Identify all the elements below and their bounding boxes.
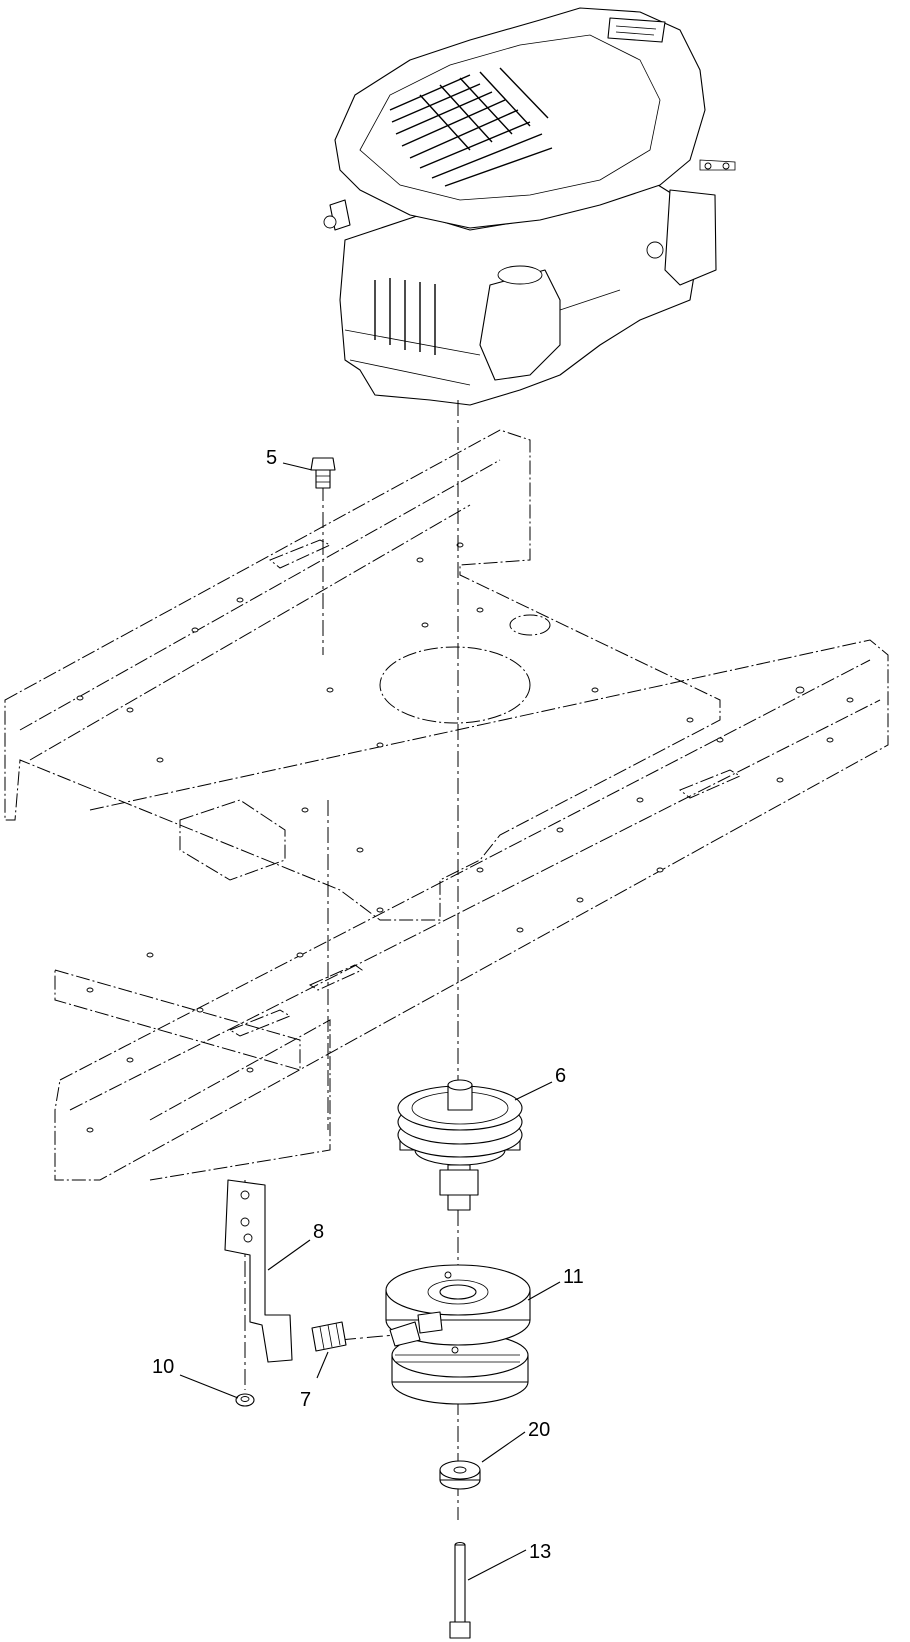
leader-7 [316,1351,329,1379]
part-7-sensor [311,1321,347,1352]
callout-5: 5 [266,447,277,469]
leader-11 [527,1281,561,1301]
callout-20: 20 [528,1419,550,1441]
callout-11: 11 [563,1266,584,1288]
part-13-long-bolt [449,1541,471,1639]
leader-13 [467,1549,527,1581]
callout-6: 6 [555,1065,566,1087]
callout-labels: 5 6 7 8 10 11 13 20 [152,447,584,1563]
leader-6 [514,1081,553,1101]
callout-8: 8 [313,1221,324,1243]
sensor-axis-line [339,1334,396,1341]
part-20-washer [439,1460,481,1490]
part-6-pulley [397,1079,523,1211]
leader-10 [179,1374,239,1399]
leader-5 [282,462,313,471]
part-11-clutch [385,1264,531,1405]
callout-13: 13 [529,1541,551,1563]
engine-assembly [323,7,736,406]
leader-8 [267,1239,311,1271]
part-8-bracket [224,1179,293,1363]
callout-10: 10 [152,1356,174,1378]
part-5-bolt [310,457,336,489]
leader-20 [481,1431,526,1463]
chassis-frame [4,429,889,1181]
frame-holes [76,542,854,1133]
leader-lines [179,462,561,1581]
part-10-nut [235,1393,255,1407]
callout-7: 7 [300,1389,311,1411]
